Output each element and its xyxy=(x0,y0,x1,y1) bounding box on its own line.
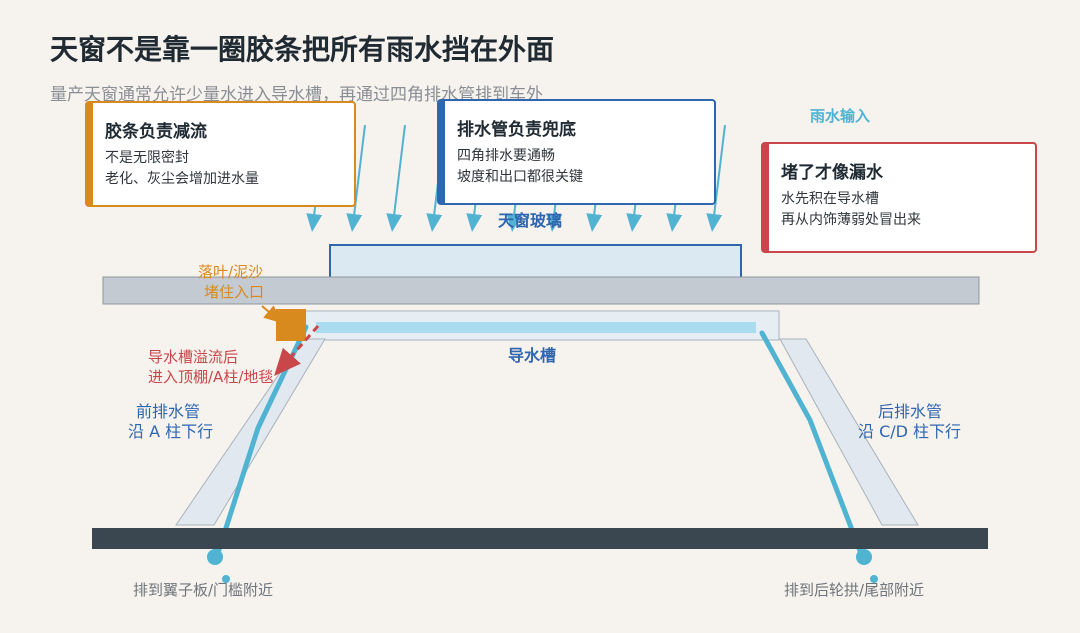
card-clog: 堵了才像漏水 水先积在导水槽 再从内饰薄弱处冒出来 xyxy=(761,142,1037,253)
card-line: 水先积在导水槽 xyxy=(781,191,879,207)
overflow-label-line: 导水槽溢流后 xyxy=(148,348,239,366)
card-gasket: 胶条负责减流 不是无限密封 老化、灰尘会增加进水量 xyxy=(85,101,356,207)
card-title: 胶条负责减流 xyxy=(105,122,207,142)
rear-outlet-dot xyxy=(856,549,872,565)
overflow-arrow xyxy=(274,325,320,377)
card-title: 堵了才像漏水 xyxy=(781,163,883,183)
rear-pipe-label: 后排水管 沿 C/D 柱下行 xyxy=(858,402,961,442)
rain-arrow xyxy=(706,124,726,232)
card-title: 排水管负责兜底 xyxy=(457,120,576,140)
rain-arrow xyxy=(386,124,406,232)
roof-panel xyxy=(102,276,980,305)
debris-label-line: 堵住入口 xyxy=(204,283,265,301)
card-line: 再从内饰薄弱处冒出来 xyxy=(781,212,921,228)
overflow-label: 导水槽溢流后 进入顶棚/A柱/地毯 xyxy=(148,347,273,387)
card-line: 坡度和出口都很关键 xyxy=(457,169,583,185)
debris-label-line: 落叶/泥沙 xyxy=(198,263,264,281)
rear-outlet-dot-small xyxy=(870,575,878,583)
card-accent-bar xyxy=(763,144,769,251)
page-subtitle: 量产天窗通常允许少量水进入导水槽，再通过四角排水管排到车外 xyxy=(50,85,543,105)
front-outlet-dot xyxy=(207,549,223,565)
rain-input-label: 雨水输入 xyxy=(810,107,871,125)
rear-pipe-label-line: 沿 C/D 柱下行 xyxy=(858,422,962,441)
rain-arrow xyxy=(346,124,366,232)
rear-pipe-label-line: 后排水管 xyxy=(878,402,943,421)
rear-pillar xyxy=(779,338,919,526)
front-outlet-dot-small xyxy=(222,575,230,583)
card-line: 不是无限密封 xyxy=(105,150,189,166)
debris-label: 落叶/泥沙 堵住入口 xyxy=(198,262,264,302)
card-accent-bar xyxy=(87,103,93,205)
rear-drain-pipe xyxy=(759,330,865,559)
card-line: 老化、灰尘会增加进水量 xyxy=(105,171,259,187)
debris-pointer xyxy=(261,305,283,324)
gutter-label: 导水槽 xyxy=(508,346,557,365)
page-title: 天窗不是靠一圈胶条把所有雨水挡在外面 xyxy=(50,33,555,66)
floor-bar xyxy=(92,528,988,549)
rear-outlet-label: 排到后轮拱/尾部附近 xyxy=(784,581,925,599)
front-outlet-label: 排到翼子板/门槛附近 xyxy=(133,581,274,599)
card-line: 四角排水要通畅 xyxy=(457,148,555,164)
front-pipe-label: 前排水管 沿 A 柱下行 xyxy=(128,402,213,442)
front-pipe-label-line: 前排水管 xyxy=(136,402,201,421)
card-drain-pipe: 排水管负责兜底 四角排水要通畅 坡度和出口都很关键 xyxy=(437,99,716,205)
card-accent-bar xyxy=(439,101,445,203)
sunroof-glass xyxy=(329,244,742,281)
debris-block xyxy=(276,309,306,341)
gutter-water xyxy=(316,322,756,333)
front-pillar xyxy=(175,338,326,526)
front-pipe-label-line: 沿 A 柱下行 xyxy=(128,422,214,441)
glass-label: 天窗玻璃 xyxy=(498,211,563,230)
overflow-label-line: 进入顶棚/A柱/地毯 xyxy=(148,368,274,386)
